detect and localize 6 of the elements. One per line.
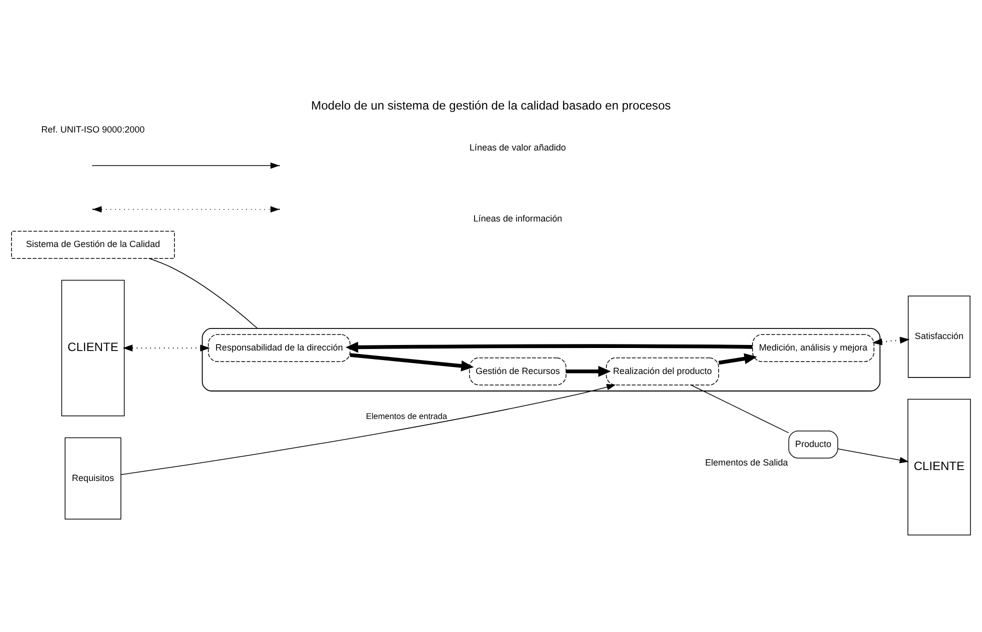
legend-label: Líneas de valor añadido [470,142,566,153]
legend-label: Líneas de información [473,213,562,224]
edge-label: Elementos de entrada [366,410,448,421]
node-label: Elementos de Salida [705,457,788,468]
caption: Ref. UNIT-ISO 9000:2000 [41,124,145,135]
diagram-title: Modelo de un sistema de gestión de la calidad basado en procesos [311,98,671,113]
